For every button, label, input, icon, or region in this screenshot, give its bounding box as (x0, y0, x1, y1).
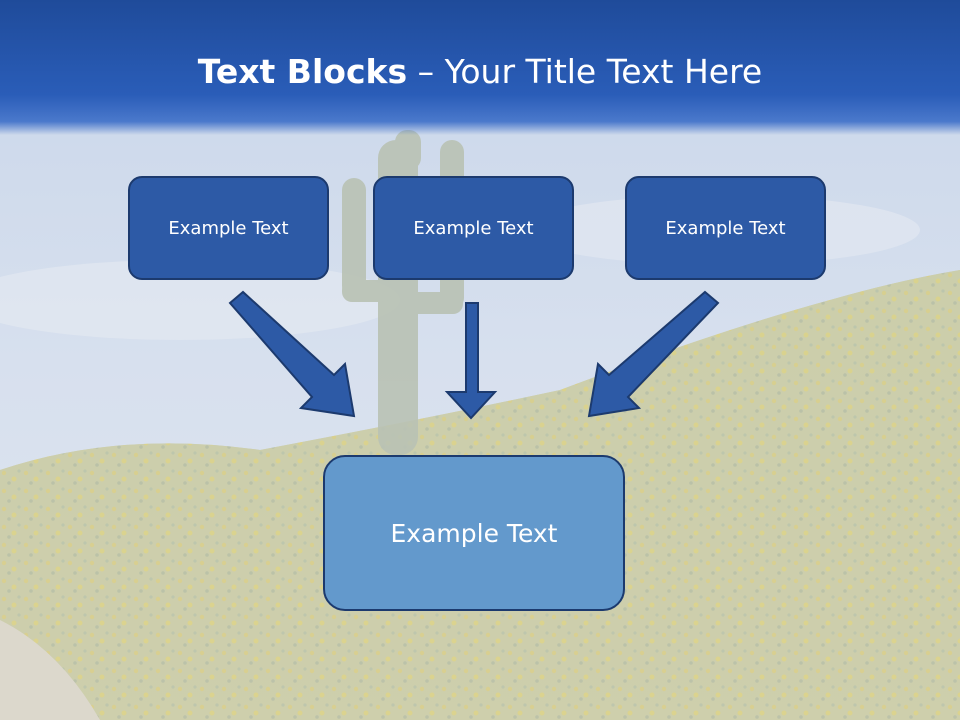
text-box-bottom-label: Example Text (390, 518, 558, 548)
text-box-center: Example Text (373, 176, 574, 280)
text-box-left: Example Text (128, 176, 329, 280)
text-box-right-label: Example Text (665, 217, 786, 239)
text-box-bottom: Example Text (323, 455, 625, 611)
text-box-right: Example Text (625, 176, 826, 280)
text-box-left-label: Example Text (168, 217, 289, 239)
title-dash: – (407, 52, 445, 91)
text-box-center-label: Example Text (413, 217, 534, 239)
title-bold-part: Text Blocks (197, 52, 408, 91)
title-band (0, 0, 960, 135)
title-rest: Your Title Text Here (444, 52, 763, 91)
slide-title: Text Blocks – Your Title Text Here (0, 52, 960, 91)
